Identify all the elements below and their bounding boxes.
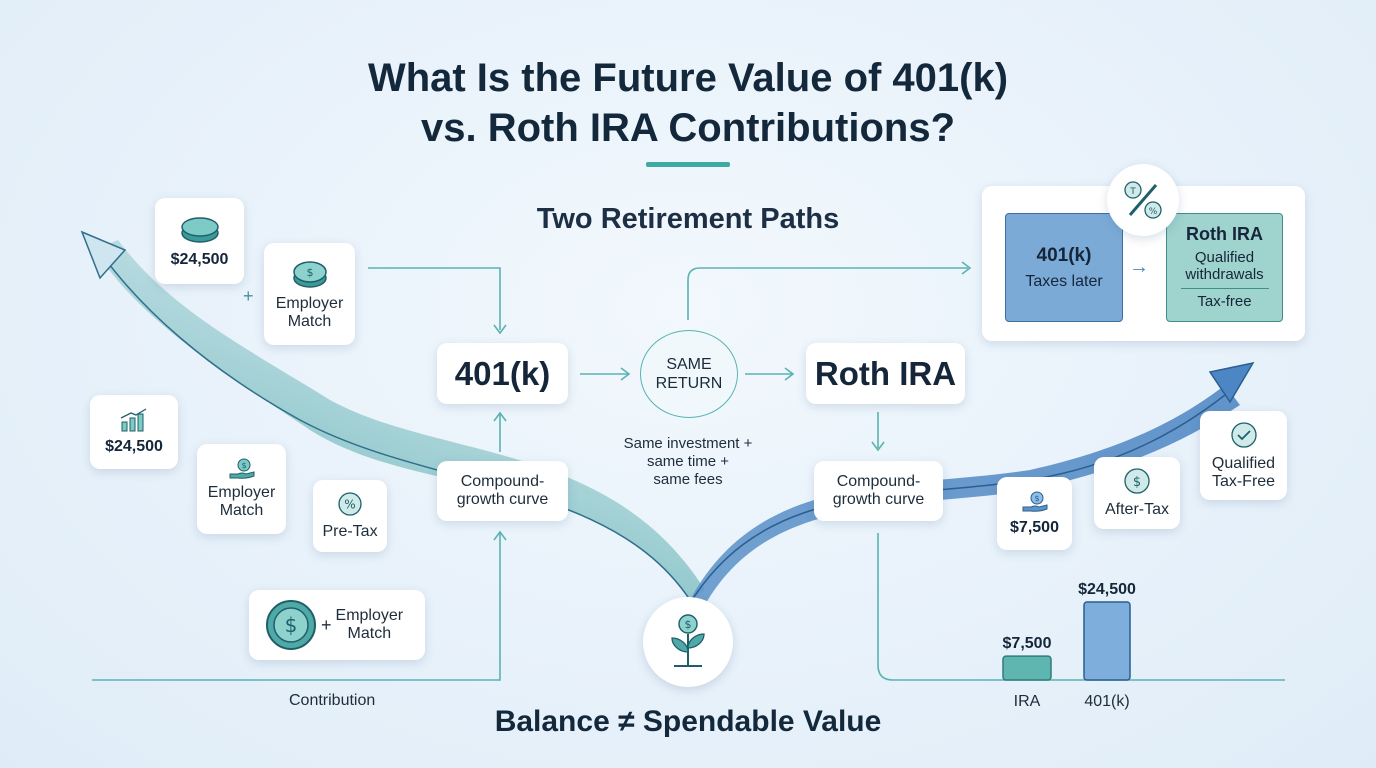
right-arrowhead (1208, 361, 1255, 404)
panel-arrow: → (1129, 256, 1149, 278)
same-return-circle: SAME RETURN (640, 330, 738, 418)
panel-401k-box: 401(k) Taxes later (1005, 213, 1123, 322)
panel-401k-sub: Taxes later (1025, 272, 1103, 290)
employer-match-label-bottom: Employer Match (335, 607, 404, 642)
svg-text:$: $ (1133, 475, 1141, 490)
qualified-tax-free-card: Qualified Tax-Free (1200, 411, 1287, 500)
coin-amount-card: $24,500 (155, 198, 244, 284)
contribution-label: Contribution (289, 692, 376, 709)
bar-value-label: $7,500 (1003, 635, 1052, 652)
subtitle: Two Retirement Paths (536, 203, 840, 235)
pre-tax-label: Pre-Tax (322, 523, 378, 540)
svg-text:$: $ (285, 613, 298, 637)
svg-text:$: $ (685, 618, 692, 631)
bar-growth-icon (120, 408, 147, 432)
balance-statement: Balance ≠ Spendable Value (494, 705, 882, 738)
title-line-2: vs. Roth IRA Contributions? (420, 106, 956, 150)
contribution-card: $ + Employer Match (249, 590, 425, 660)
box-401k-label: 401(k) (454, 354, 551, 392)
panel-401k-title: 401(k) (1036, 244, 1092, 266)
hand-coin-icon: $ (229, 458, 254, 479)
box-roth-ira-label: Roth IRA (814, 354, 957, 392)
after-tax-card: $ After-Tax (1094, 457, 1180, 529)
coin-icon: $ (292, 261, 327, 288)
tax-percent-icon: T % (1124, 181, 1162, 219)
title-underline (646, 162, 730, 167)
compound-label-right: Compound- growth curve (832, 473, 925, 508)
pre-tax-card: % Pre-Tax (313, 480, 387, 552)
bar-value-label: $24,500 (1078, 581, 1136, 598)
bar-ira (1002, 655, 1052, 681)
left-arrowhead (80, 230, 127, 280)
qualified-label: Qualified Tax-Free (1211, 454, 1276, 490)
left-growth-arrow (94, 244, 691, 601)
box-roth-ira: Roth IRA (806, 343, 965, 404)
svg-text:%: % (344, 498, 355, 512)
hand-coin-icon-right: $ (1022, 491, 1047, 512)
employer-match-label-top: Employer Match (275, 295, 344, 330)
svg-text:$: $ (1034, 494, 1039, 503)
dollar-coin-icon: $ (266, 600, 316, 650)
after-tax-label: After-Tax (1104, 501, 1169, 518)
same-return-label: SAME RETURN (655, 356, 723, 392)
plus-sign: + (243, 286, 254, 306)
plant-icon-badge: $ (643, 597, 733, 687)
employer-match-card-mid: $ Employer Match (197, 444, 286, 534)
bar-category-label: IRA (1014, 693, 1041, 710)
same-conditions-note: Same investment + same time + same fees (623, 435, 753, 488)
employer-match-card-top: $ Employer Match (264, 243, 355, 345)
svg-text:%: % (1149, 207, 1158, 217)
right-growth-band (690, 385, 1240, 605)
compound-card-left: Compound- growth curve (437, 461, 568, 521)
panel-roth-box: Roth IRA Qualified withdrawals Tax-free (1166, 213, 1283, 322)
panel-roth-sub2: Tax-free (1197, 293, 1252, 310)
compound-label-left: Compound- growth curve (456, 473, 549, 508)
panel-roth-title: Roth IRA (1186, 224, 1263, 244)
svg-text:$: $ (241, 461, 246, 470)
title-line-1: What Is the Future Value of 401(k) (367, 56, 1009, 100)
growth-amount: $24,500 (105, 438, 163, 455)
growth-amount-card: $24,500 (90, 395, 178, 469)
percent-icon: % (338, 492, 362, 516)
panel-roth-divider (1180, 288, 1269, 289)
right-growth-arrow (691, 394, 1226, 601)
checkmark-icon (1230, 421, 1257, 448)
bar-category-label: 401(k) (1084, 693, 1129, 710)
svg-text:T: T (1129, 187, 1136, 197)
svg-text:$: $ (306, 266, 313, 279)
money-plant-icon: $ (671, 614, 705, 667)
ira-amount-card: $ $7,500 (997, 477, 1072, 550)
compound-card-right: Compound- growth curve (814, 461, 943, 521)
coin-amount: $24,500 (170, 251, 229, 268)
employer-match-label-mid: Employer Match (207, 484, 276, 519)
ira-amount: $7,500 (1010, 518, 1059, 536)
dollar-circle-icon: $ (1124, 468, 1150, 494)
coin-stack-icon (180, 217, 219, 243)
box-401k: 401(k) (437, 343, 568, 404)
bar-401k (1083, 601, 1131, 681)
tax-percent-badge: T % (1107, 164, 1179, 236)
left-growth-band (95, 240, 705, 600)
panel-roth-sub1: Qualified withdrawals (1185, 249, 1264, 283)
contribution-plus: + (321, 614, 332, 635)
